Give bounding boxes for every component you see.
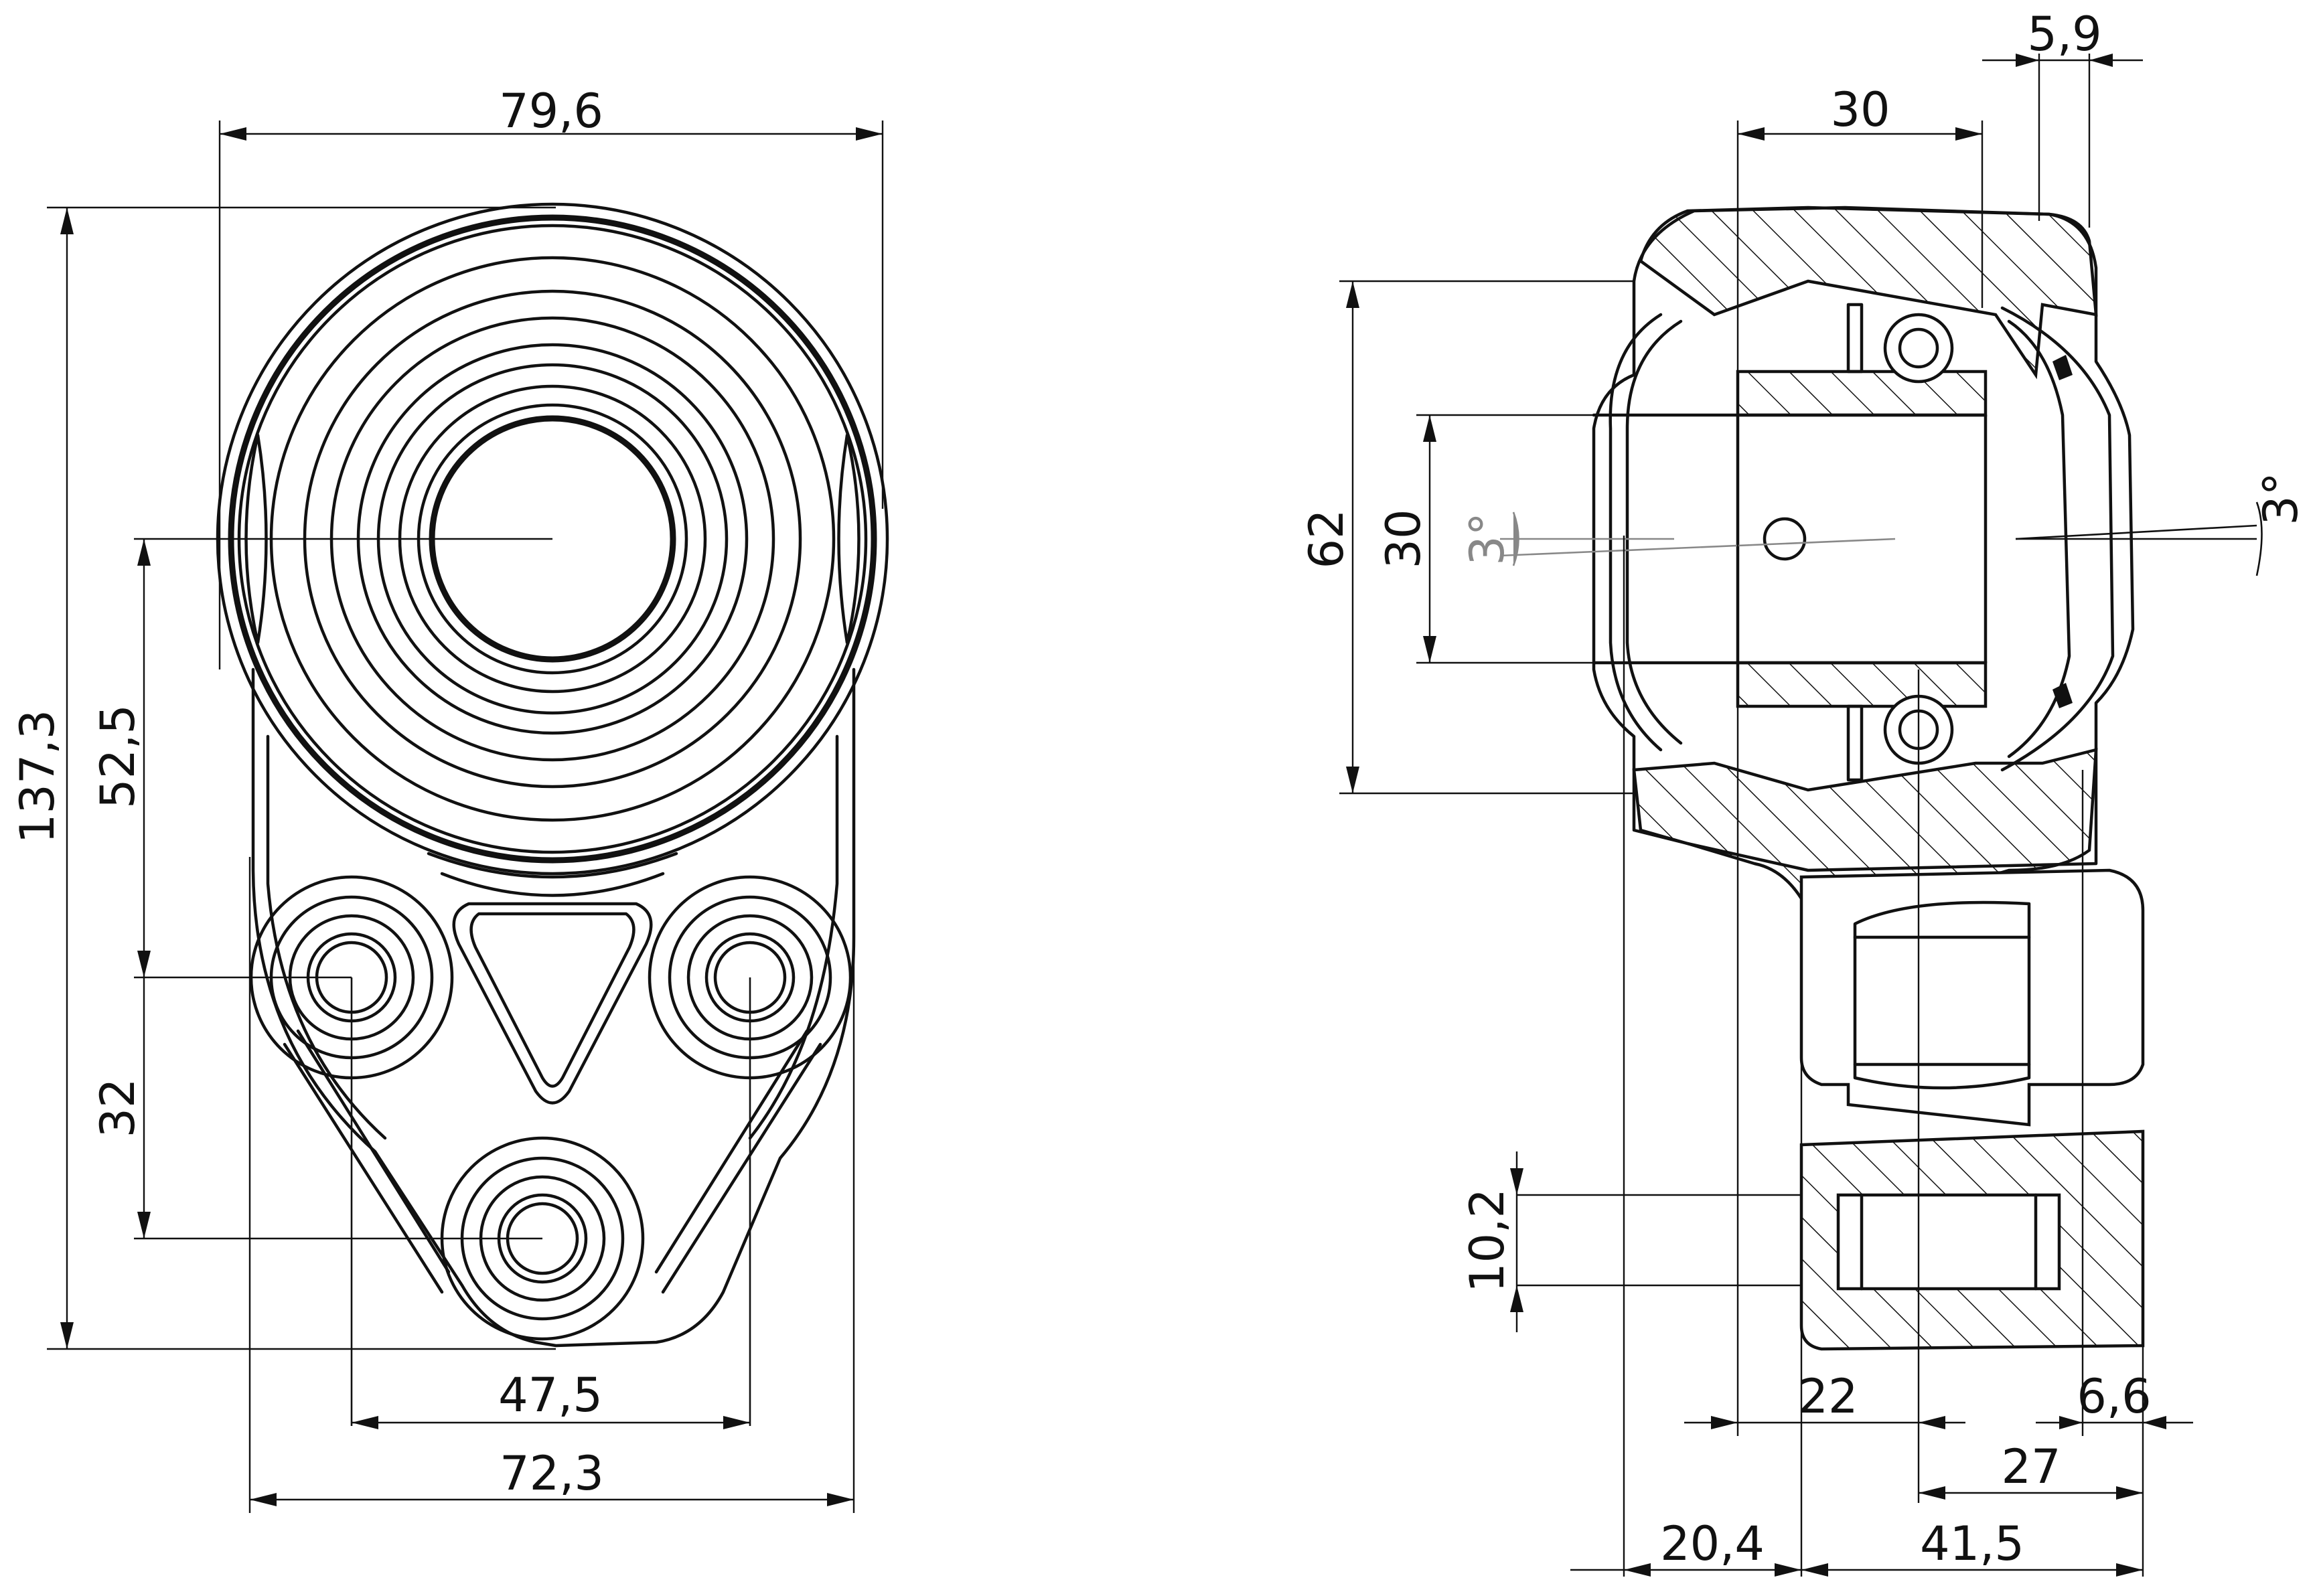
- arrow: [1711, 1416, 1738, 1429]
- angle-line-left: [1499, 538, 1896, 557]
- arrow: [1955, 127, 1982, 141]
- arrow: [137, 951, 151, 977]
- arrow: [1346, 767, 1359, 793]
- arrow: [1624, 1563, 1651, 1577]
- lower-ring-band: [427, 852, 678, 879]
- lower-ring-band-2: [440, 872, 665, 897]
- dim-27: 27: [2001, 1439, 2061, 1494]
- seal-right-2: [2000, 306, 2115, 772]
- dim-30-top: 30: [1830, 82, 1890, 137]
- arrow: [2116, 1563, 2143, 1577]
- housing-upper-section: [1639, 206, 2098, 380]
- housing-lower-section: [1632, 748, 2098, 912]
- edge-right-diag: [661, 1042, 822, 1294]
- fitting-upper-bore-lines: [1853, 935, 2031, 1066]
- arrow: [1775, 1563, 1801, 1577]
- pin-top-inner: [1898, 327, 1939, 369]
- seal-left: [1609, 313, 1663, 752]
- triangle-pocket-inner: [469, 912, 636, 1088]
- dim-47-5: 47,5: [498, 1368, 603, 1423]
- dim-angle-right: 3°: [2253, 472, 2308, 526]
- dim-22: 22: [1798, 1369, 1858, 1424]
- front-view: 79,6 137,3 52,5 32 47,5 72,3: [10, 84, 889, 1513]
- seal-left-2: [1625, 319, 1683, 745]
- dim-10-2: 10,2: [1460, 1188, 1515, 1293]
- arrow: [2016, 54, 2039, 67]
- arrow: [1919, 1416, 1945, 1429]
- dim-52-5: 52,5: [90, 704, 145, 809]
- arrow: [2059, 1416, 2083, 1429]
- front-body-inner-outline: [266, 734, 839, 1140]
- arrow: [2089, 54, 2113, 67]
- right-lens: [837, 433, 861, 645]
- arrow: [137, 539, 151, 566]
- arrow: [352, 1416, 378, 1429]
- oring-groove-top: [1846, 303, 1864, 374]
- edge-left-diag-2: [296, 1029, 451, 1274]
- triangle-pocket: [452, 902, 653, 1105]
- fitting-lower-bore: [1836, 1193, 2061, 1291]
- dim-137-3: 137,3: [10, 710, 65, 844]
- bearing-lower: [1736, 661, 1988, 708]
- fitting-upper-bore: [1853, 900, 2031, 1090]
- arrow: [1738, 127, 1765, 141]
- angle-arc-left: [1512, 511, 1519, 566]
- arrow: [827, 1493, 854, 1506]
- arrow: [137, 1212, 151, 1239]
- angle-line-right: [2015, 524, 2257, 540]
- dim-30-vert: 30: [1376, 509, 1431, 568]
- arrow: [1510, 1285, 1523, 1312]
- clip-bottom: [2052, 683, 2073, 708]
- edge-left-diag: [283, 1042, 444, 1294]
- angle-arc-right: [2255, 501, 2263, 576]
- bearing-upper: [1736, 370, 1988, 417]
- clip-top: [2052, 355, 2073, 380]
- arrow: [2116, 1486, 2143, 1500]
- arrow: [220, 127, 246, 141]
- arrow: [1423, 636, 1436, 663]
- arrow: [1423, 415, 1436, 442]
- arrow: [1919, 1486, 1945, 1500]
- inner-bore: [1736, 413, 1988, 665]
- pin-top: [1883, 313, 1954, 384]
- dim-72-3: 72,3: [500, 1446, 604, 1501]
- arrow: [60, 1322, 74, 1349]
- side-section-view: 5,9 30 62 30 3° 3° 10,2 22 6,6: [1299, 7, 2308, 1577]
- arrow: [856, 127, 883, 141]
- arrow: [723, 1416, 750, 1429]
- center-hole: [1763, 517, 1807, 561]
- dim-5-9: 5,9: [2027, 7, 2101, 62]
- dim-41-5: 41,5: [1920, 1516, 2024, 1571]
- dim-6-6: 6,6: [2077, 1369, 2151, 1424]
- arrow: [250, 1493, 277, 1506]
- dim-angle-left: 3°: [1460, 512, 1515, 566]
- dim-62: 62: [1299, 509, 1354, 568]
- arrow: [2143, 1416, 2166, 1429]
- dim-32: 32: [90, 1078, 145, 1137]
- dim-79-6: 79,6: [499, 84, 603, 139]
- front-body-outline: [251, 667, 856, 1348]
- edge-right-diag-2: [654, 1029, 809, 1274]
- arrow: [1510, 1168, 1523, 1195]
- fitting-upper-body: [1799, 868, 2145, 1127]
- side-body-outline: [1592, 206, 2135, 872]
- arrow: [60, 208, 74, 234]
- arrow: [1346, 281, 1359, 308]
- left-lens: [244, 433, 268, 645]
- dim-20-4: 20,4: [1660, 1516, 1765, 1571]
- oring-groove-bottom: [1846, 704, 1864, 782]
- arrow: [1801, 1563, 1828, 1577]
